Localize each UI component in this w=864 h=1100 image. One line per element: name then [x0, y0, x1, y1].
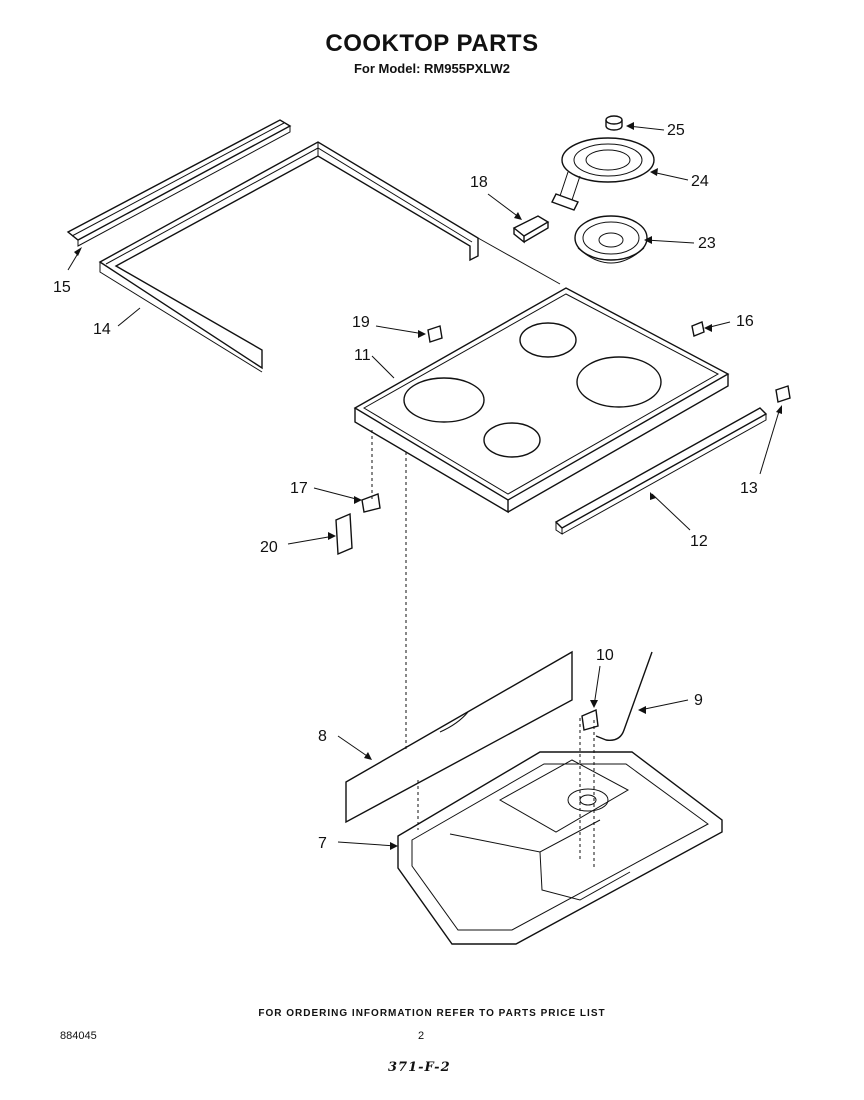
- part-14-frame: [98, 141, 479, 373]
- leader-lines: [67, 125, 781, 847]
- callout-18: 18: [470, 174, 488, 191]
- callout-20: 20: [260, 539, 278, 556]
- callout-7: 7: [318, 835, 327, 852]
- part-24-element: [551, 137, 655, 211]
- callout-15: 15: [53, 279, 71, 296]
- part-20-bracket: [335, 512, 353, 556]
- callout-10: 10: [596, 647, 614, 664]
- callout-9: 9: [694, 692, 703, 709]
- cooktop-exploded-diagram: 25 24 23 18 15 14 19 16 11 13 17 12 20 1…: [53, 115, 791, 945]
- model-subtitle: For Model: RM955PXLW2: [353, 61, 511, 76]
- part-19-clip: [427, 325, 443, 343]
- callout-11: 11: [354, 347, 371, 364]
- part-7-burner-box: [397, 751, 723, 945]
- callout-19: 19: [352, 314, 370, 331]
- part-12-trim-strip: [554, 407, 768, 535]
- callout-25: 25: [667, 122, 685, 139]
- part-8-rear-panel: [345, 650, 573, 824]
- assembly-line: [477, 237, 561, 285]
- part-25-cap: [605, 115, 623, 131]
- callout-16: 16: [736, 313, 754, 330]
- part-9-wire: [595, 651, 653, 741]
- callout-24: 24: [691, 173, 709, 190]
- page-number: 2: [418, 1030, 425, 1042]
- callout-17: 17: [290, 480, 308, 497]
- arrowheads: [74, 122, 782, 850]
- part-10-bracket: [581, 708, 599, 731]
- part-18-terminal-block: [512, 215, 550, 244]
- part-16-clip: [691, 321, 705, 337]
- part-11-cooktop: [353, 287, 730, 514]
- callout-14: 14: [93, 321, 111, 338]
- page-title: COOKTOP PARTS: [325, 30, 539, 57]
- ordering-note: FOR ORDERING INFORMATION REFER TO PARTS …: [258, 1008, 606, 1019]
- part-13-end-cap: [775, 385, 791, 403]
- part-23-drip-bowl: [574, 215, 648, 264]
- callout-8: 8: [318, 728, 327, 745]
- callout-23: 23: [698, 235, 716, 252]
- document-id: 884045: [60, 1030, 97, 1042]
- callout-13: 13: [740, 480, 758, 497]
- part-17-bracket: [361, 493, 381, 513]
- callout-12: 12: [690, 533, 708, 550]
- part-15-trim-strip: [66, 119, 292, 247]
- handwritten-code: 371-F-2: [388, 1060, 451, 1075]
